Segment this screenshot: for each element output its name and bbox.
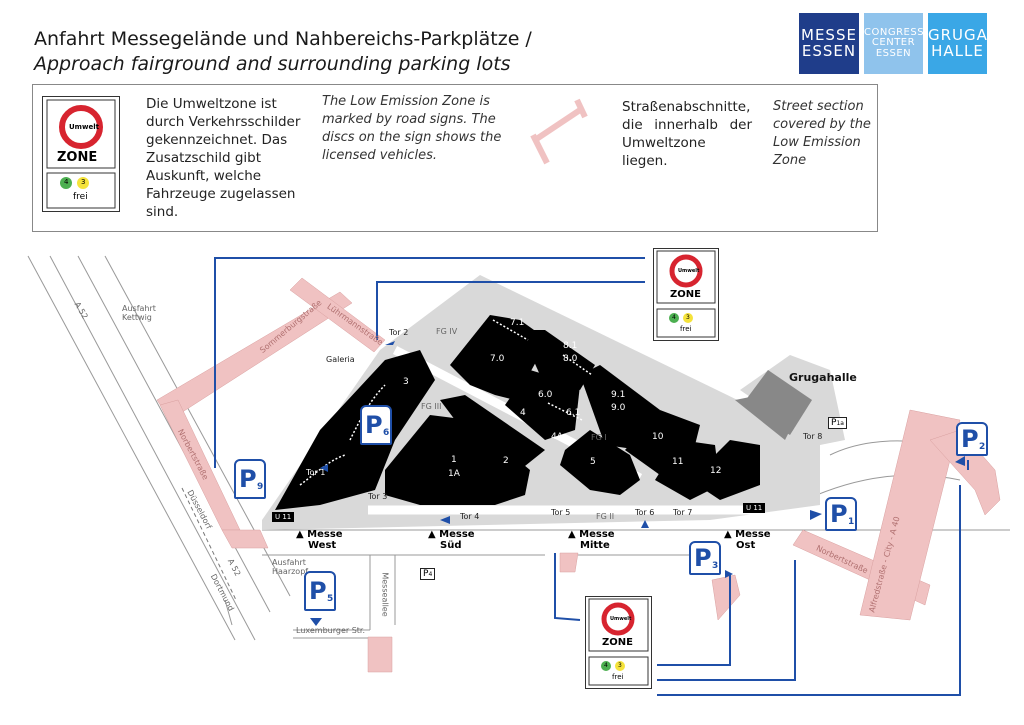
parking-p2-letter: P: [961, 425, 979, 453]
label-luxemburger-str: Luxemburger Str.: [296, 626, 366, 635]
gate-tor-6: Tor 6: [635, 508, 655, 517]
entrance-messe-sued[interactable]: ▲ Messe Süd: [428, 529, 475, 551]
sign-disc-3: 3: [81, 178, 86, 186]
entrance-messe-west[interactable]: ▲ Messe West: [296, 529, 343, 551]
subway-u11-east[interactable]: U 11: [743, 503, 766, 513]
subway-u11-west[interactable]: U 11: [272, 512, 295, 522]
map-sign-bottom-zone: ZONE: [602, 637, 633, 648]
hall-grugahalle[interactable]: Grugahalle: [789, 371, 857, 384]
page-title: Anfahrt Messegelände und Nahbereichs-Par…: [34, 28, 532, 50]
parking-p3[interactable]: P 3: [689, 541, 721, 575]
hall-9-1[interactable]: 9.1: [611, 390, 626, 400]
entrance-messe-mitte[interactable]: ▲ Messe Mitte: [568, 529, 615, 551]
parking-p1-number: 1: [848, 517, 855, 527]
parking-p5-letter: P: [309, 577, 327, 605]
hall-5[interactable]: 5: [590, 457, 596, 467]
hall-fg-i: FG I: [591, 433, 607, 442]
gate-tor-5: Tor 5: [551, 508, 571, 517]
congress-center-logo[interactable]: CONGRESS CENTER ESSEN: [864, 13, 924, 74]
parking-p9-number: 9: [257, 482, 264, 492]
page-subtitle: Approach fairground and surrounding park…: [34, 53, 511, 75]
hall-fg-iv: FG IV: [436, 327, 458, 336]
hall-6-0[interactable]: 6.0: [538, 390, 553, 400]
hall-1[interactable]: 1: [451, 455, 457, 465]
hall-8-1[interactable]: 8.1: [563, 341, 578, 351]
parking-p6-letter: P: [365, 411, 383, 439]
parking-p9[interactable]: P 9: [234, 459, 266, 499]
grugahalle-logo[interactable]: GRUGA HALLE: [928, 13, 987, 74]
hall-11[interactable]: 11: [672, 457, 684, 467]
map-sign-bottom: Umwelt ZONE 4 3 frei: [585, 596, 652, 689]
gate-tor-8: Tor 8: [803, 432, 823, 441]
map-sign-top-umwelt: Umwelt: [678, 268, 700, 274]
map-sign-top-graphic: [656, 250, 716, 338]
hall-7-1[interactable]: 7.1: [510, 318, 525, 328]
map-sign-top: Umwelt ZONE 4 3 frei: [653, 248, 719, 341]
map-sign-bottom-graphic: [588, 598, 649, 686]
legend-text-de: Die Umweltzone ist durch Verkehrsschilde…: [146, 96, 301, 220]
label-ausfahrt-haarzopf-1: Ausfahrt: [272, 558, 306, 567]
umweltzone-sign-graphic: [46, 99, 116, 209]
hall-2[interactable]: 2: [503, 456, 509, 466]
gate-tor-4: Tor 4: [460, 512, 480, 521]
legend-street-en: Street section covered by the Low Emissi…: [773, 99, 871, 168]
hall-8-0[interactable]: 8.0: [563, 354, 578, 364]
map-sign-top-frei: frei: [680, 325, 692, 333]
sign-umwelt-label: Umwelt: [69, 123, 99, 131]
map-sign-bottom-disc3: 3: [618, 662, 622, 669]
umweltzone-sign: Umwelt ZONE 4 3 frei: [42, 96, 120, 212]
legend-text-en: The Low Emission Zone is marked by road …: [322, 94, 502, 163]
hall-12[interactable]: 12: [710, 466, 722, 476]
hall-3[interactable]: 3: [403, 377, 409, 387]
zone-street-sample: [530, 98, 588, 165]
parking-p3-number: 3: [712, 561, 719, 571]
hall-9-0[interactable]: 9.0: [611, 403, 626, 413]
map-sign-bottom-disc4: 4: [604, 662, 608, 669]
map-sign-bottom-umwelt: Umwelt: [610, 616, 632, 622]
parking-p5[interactable]: P 5: [304, 571, 336, 611]
parking-p6[interactable]: P 6: [360, 405, 392, 445]
parking-p9-letter: P: [239, 465, 257, 493]
parking-p1-letter: P: [830, 500, 848, 528]
messe-essen-logo[interactable]: MESSE ESSEN: [799, 13, 859, 74]
parking-p2[interactable]: P 2: [956, 422, 988, 456]
parking-p1[interactable]: P 1: [825, 497, 857, 531]
label-messeallee: Messeallee: [380, 572, 390, 617]
hall-4a[interactable]: 4A: [551, 432, 563, 442]
sign-disc-4: 4: [64, 178, 69, 186]
parking-p6-number: 6: [383, 428, 390, 438]
label-galeria: Galeria: [326, 355, 355, 364]
hall-1a[interactable]: 1A: [448, 469, 460, 479]
map-sign-top-disc4: 4: [672, 314, 676, 321]
label-ausfahrt-kettwig-1: Ausfahrt: [122, 304, 156, 313]
parking-p4[interactable]: P4: [420, 568, 436, 580]
map-sign-bottom-frei: frei: [612, 673, 624, 681]
parking-p2-number: 2: [979, 442, 986, 452]
hall-7-0[interactable]: 7.0: [490, 354, 505, 364]
entrance-messe-ost[interactable]: ▲ Messe Ost: [724, 529, 771, 551]
hall-fg-ii: FG II: [596, 512, 615, 521]
legend-box: [32, 84, 878, 232]
gate-tor-1: Tor 1: [306, 468, 326, 477]
gate-tor-2: Tor 2: [389, 328, 409, 337]
hall-4[interactable]: 4: [520, 408, 526, 418]
parking-p1a[interactable]: P1a: [828, 417, 847, 429]
sign-zone-label: ZONE: [57, 150, 98, 165]
hall-10[interactable]: 10: [652, 432, 664, 442]
fairground-map[interactable]: [0, 240, 1024, 725]
map-sign-top-zone: ZONE: [670, 289, 701, 300]
sign-frei-label: frei: [73, 192, 88, 202]
label-ausfahrt-haarzopf-2: Haarzopf: [272, 567, 309, 576]
legend-street-de: Straßenabschnitte, die innerhalb der Umw…: [622, 99, 752, 169]
label-ausfahrt-kettwig-2: Kettwig: [122, 313, 152, 322]
parking-p3-letter: P: [694, 544, 712, 572]
hall-fg-iii: FG III: [421, 402, 442, 411]
gate-tor-3: Tor 3: [368, 492, 388, 501]
map-sign-top-disc3: 3: [686, 314, 690, 321]
parking-p5-number: 5: [327, 594, 334, 604]
hall-6-1[interactable]: 6.1: [566, 408, 581, 418]
gate-tor-7: Tor 7: [673, 508, 693, 517]
